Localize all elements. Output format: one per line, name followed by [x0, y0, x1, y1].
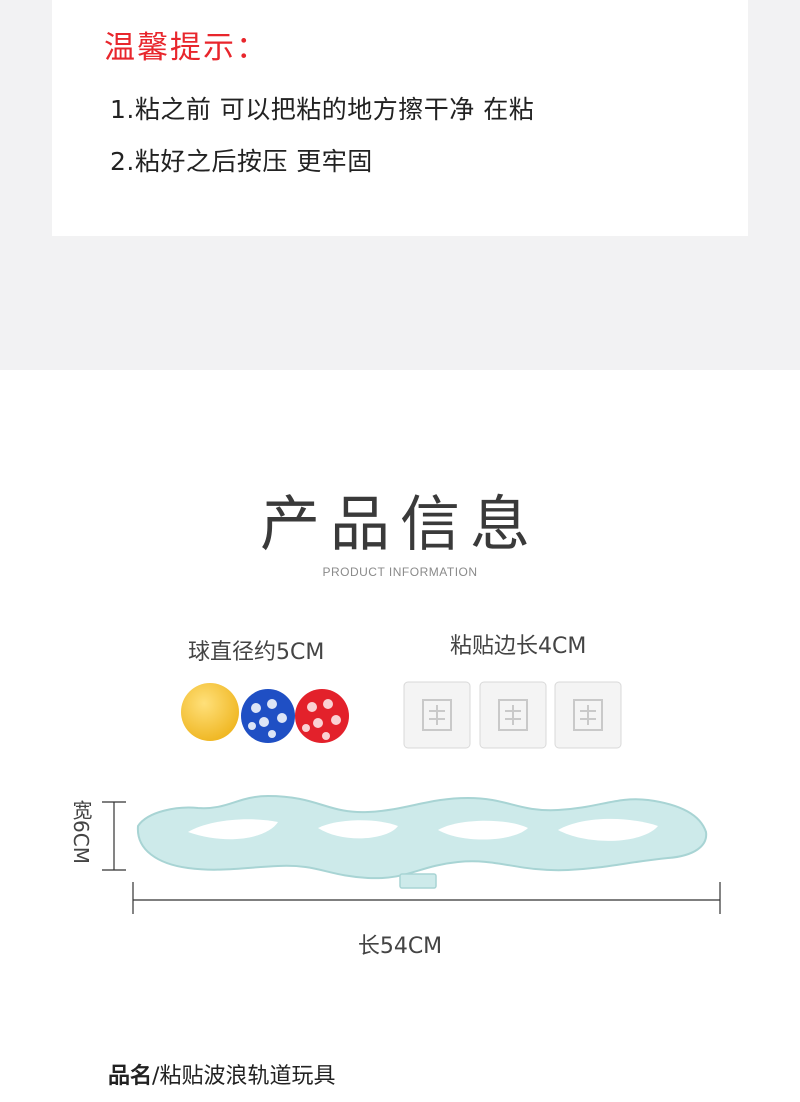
blue-ball-icon [241, 689, 295, 743]
adhesive-pad-icon [403, 681, 471, 749]
length-label: 长54CM [357, 934, 443, 959]
adhesive-pad-icon [554, 681, 622, 749]
wave-track-image [136, 794, 708, 889]
product-name-separator: / [152, 1064, 160, 1089]
section-subtitle: PRODUCT INFORMATION [322, 565, 478, 579]
tips-card: 温馨提示： 1.粘之前 可以把粘的地方擦干净 在粘 2.粘好之后按压 更牢固 [52, 0, 748, 236]
yellow-ball-icon [181, 683, 239, 741]
width-label: 宽6CM [69, 800, 93, 864]
product-name: 品名/粘贴波浪轨道玩具 [108, 1058, 335, 1090]
ball-diameter-label: 球直径约5CM [188, 640, 325, 665]
tips-title: 温馨提示： [104, 30, 269, 66]
product-name-value: 粘贴波浪轨道玩具 [159, 1064, 336, 1089]
balls-image [181, 683, 349, 743]
pad-size-label: 粘贴边长4CM [450, 634, 587, 659]
section-title: 产品信息 [260, 490, 540, 560]
adhesive-pads-image [403, 681, 622, 749]
product-name-key: 品名 [108, 1064, 153, 1089]
tips-line-1: 1.粘之前 可以把粘的地方擦干净 在粘 [110, 95, 535, 124]
tips-line-2: 2.粘好之后按压 更牢固 [110, 147, 373, 176]
dimension-lines [102, 801, 721, 914]
adhesive-pad-icon [479, 681, 547, 749]
red-ball-icon [295, 689, 349, 743]
